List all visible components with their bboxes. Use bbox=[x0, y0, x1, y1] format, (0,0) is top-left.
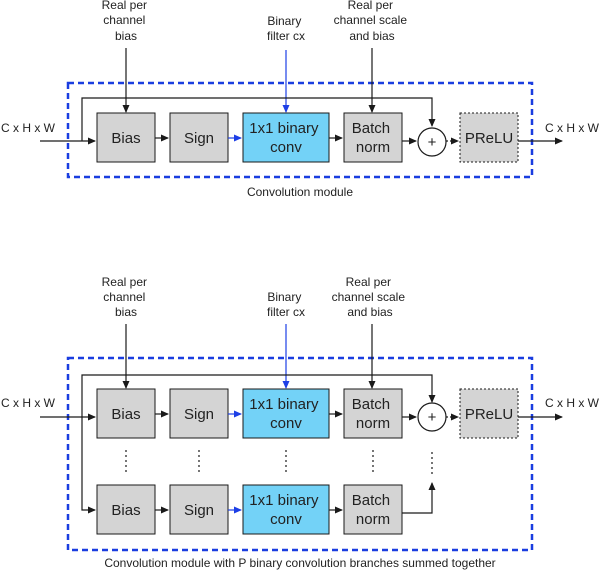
scale-annotation: Real per channel scale and bias bbox=[334, 0, 411, 43]
caption: Convolution module bbox=[247, 185, 353, 199]
caption: Convolution module with P binary convolu… bbox=[104, 556, 495, 570]
branch-ellipsis bbox=[125, 450, 433, 474]
bias-annotation: Real per channel bias bbox=[102, 0, 151, 43]
input-label: C x H x W bbox=[1, 396, 56, 410]
binary-conv-block-label: 1x1 binary conv bbox=[249, 120, 322, 156]
sign-block-label: Sign bbox=[184, 406, 214, 423]
prelu-block bbox=[459, 112, 519, 163]
sum-node bbox=[417, 127, 447, 157]
module-border bbox=[66, 356, 534, 552]
sign-block bbox=[169, 112, 229, 163]
binary-conv-block bbox=[242, 484, 330, 535]
sum-symbol: + bbox=[428, 134, 437, 151]
bottom-branch-to-sum bbox=[402, 482, 436, 514]
sign-block-label: Sign bbox=[184, 502, 214, 519]
batch-norm-block-label: Batch norm bbox=[352, 492, 395, 528]
output-label: C x H x W bbox=[545, 396, 600, 410]
batch-norm-block bbox=[343, 112, 403, 163]
sign-block-label: Sign bbox=[184, 130, 214, 147]
shortcut-connection bbox=[81, 97, 436, 141]
branch-split-connection bbox=[81, 417, 96, 514]
bias-block-label: Bias bbox=[111, 406, 140, 423]
binary-conv-block-label: 1x1 binary conv bbox=[249, 396, 322, 432]
bias-block-label: Bias bbox=[111, 130, 140, 147]
sum-symbol: + bbox=[428, 409, 437, 426]
batch-norm-block-label: Batch norm bbox=[352, 120, 395, 156]
bias-block bbox=[96, 484, 156, 535]
prelu-block-label: PReLU bbox=[465, 130, 513, 147]
bias-block bbox=[96, 112, 156, 163]
sign-block bbox=[169, 388, 229, 439]
filter-annotation: Binary filter cx bbox=[267, 290, 305, 319]
binary-conv-block-label: 1x1 binary conv bbox=[249, 492, 322, 528]
batch-norm-block bbox=[343, 388, 403, 439]
bias-annotation: Real per channel bias bbox=[102, 275, 151, 319]
prelu-block bbox=[459, 388, 519, 439]
prelu-block-label: PReLU bbox=[465, 406, 513, 423]
module-border bbox=[66, 81, 534, 179]
sign-block bbox=[169, 484, 229, 535]
shortcut-connection bbox=[81, 374, 436, 417]
multi-branch-convolution-module-diagram: Real per channel bias Binary filter cx R… bbox=[1, 275, 600, 570]
binary-conv-block bbox=[242, 388, 330, 439]
batch-norm-block bbox=[343, 484, 403, 535]
bias-block-label: Bias bbox=[111, 502, 140, 519]
scale-annotation: Real per channel scale and bias bbox=[332, 275, 409, 319]
bias-block bbox=[96, 388, 156, 439]
filter-annotation: Binary filter cx bbox=[267, 14, 305, 43]
batch-norm-block-label: Batch norm bbox=[352, 396, 395, 432]
input-label: C x H x W bbox=[1, 121, 56, 135]
convolution-module-diagram: Real per channel bias Binary filter cx R… bbox=[1, 0, 600, 199]
output-label: C x H x W bbox=[545, 121, 600, 135]
